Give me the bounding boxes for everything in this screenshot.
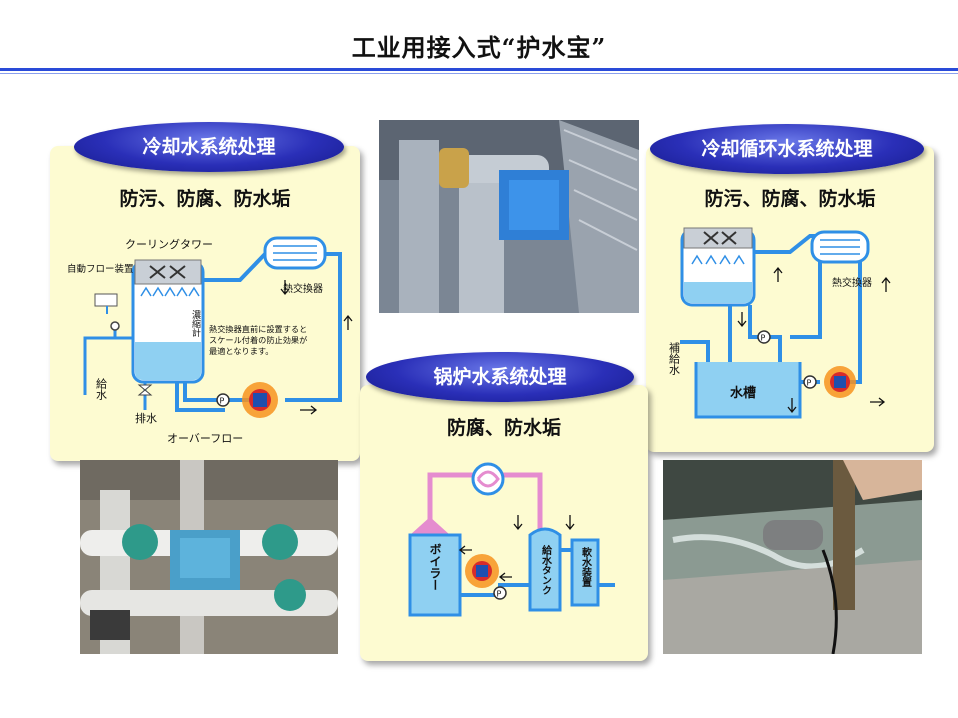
heat-exchanger-label: 熱交換器 bbox=[283, 282, 323, 295]
conc-meter-label: 濃縮計 bbox=[190, 309, 201, 338]
water-treatment-device bbox=[465, 554, 499, 588]
heat-exchanger bbox=[471, 462, 505, 496]
cooling-tower bbox=[131, 259, 205, 384]
water-outlet-photo bbox=[663, 460, 922, 654]
heat-exchanger-label: 熱交換器 bbox=[832, 276, 872, 289]
boiler-water-heading: 锅炉水系统处理 bbox=[366, 352, 634, 402]
heat-exchanger bbox=[263, 236, 327, 270]
tower-label: クーリングタワー bbox=[125, 237, 213, 251]
feed-tank bbox=[528, 527, 562, 612]
circulation-water-heading: 冷却循环水系统处理 bbox=[650, 124, 924, 174]
circulation-water-subtitle: 防污、防腐、防水垢 bbox=[704, 188, 876, 210]
pump-mark: P bbox=[497, 590, 502, 599]
page-title: 工业用接入式“护水宝” bbox=[351, 33, 607, 62]
boiler-label: ボイラー bbox=[428, 543, 442, 591]
note-text: 熱交換器直前に設置すると スケール付着の防止効果が 最適となります。 bbox=[209, 324, 310, 356]
steam-pipe bbox=[427, 472, 543, 535]
cooling-water-subtitle: 防污、防腐、防水垢 bbox=[119, 188, 291, 210]
cooling-tower bbox=[680, 227, 756, 307]
device-installation-photo bbox=[80, 460, 338, 654]
circulation-water-diagram: 水槽 補給水 熱交換器 P P bbox=[668, 227, 891, 419]
boiler-water-panel bbox=[360, 385, 648, 661]
supply-label: 補給水 bbox=[668, 342, 681, 375]
auto-float-label: 自動フロー装置 bbox=[67, 263, 134, 275]
pump-mark: P bbox=[807, 379, 812, 388]
water-treatment-device bbox=[242, 382, 278, 418]
pump-mark: P bbox=[220, 397, 225, 406]
cooling-water-heading: 冷却水系统处理 bbox=[74, 122, 344, 172]
boiler-water-diagram: ボイラー 給水タンク 軟水装置 P bbox=[408, 462, 615, 617]
feed-tank-label: 給水タンク bbox=[540, 544, 553, 595]
water-tank bbox=[694, 362, 802, 419]
softener bbox=[570, 538, 600, 607]
water-treatment-device bbox=[824, 366, 856, 398]
circulation-water-heading-text: 冷却循环水系统处理 bbox=[701, 138, 873, 160]
tank-label: 水槽 bbox=[730, 385, 756, 401]
supply-label: 給水 bbox=[95, 377, 108, 400]
title-rule bbox=[0, 68, 958, 71]
cooling-water-diagram: クーリングタワー 自動フロー装置 給水 排水 熱交換器 濃縮計 熱交換器直前に設… bbox=[67, 236, 353, 445]
boiler-water-heading-text: 锅炉水系统处理 bbox=[433, 366, 567, 388]
cooling-water-heading-text: 冷却水系统处理 bbox=[142, 136, 276, 158]
heat-exchanger bbox=[810, 230, 870, 264]
title-rule-thin bbox=[0, 73, 958, 74]
drain-label: 排水 bbox=[135, 411, 157, 425]
boiler bbox=[408, 517, 462, 617]
pump-mark-2: P bbox=[761, 334, 766, 343]
pipe-installation-photo bbox=[379, 120, 639, 313]
softener-label: 軟水装置 bbox=[580, 546, 593, 587]
overflow-label: オーバーフロー bbox=[167, 432, 243, 445]
boiler-water-subtitle: 防腐、防水垢 bbox=[446, 417, 561, 439]
